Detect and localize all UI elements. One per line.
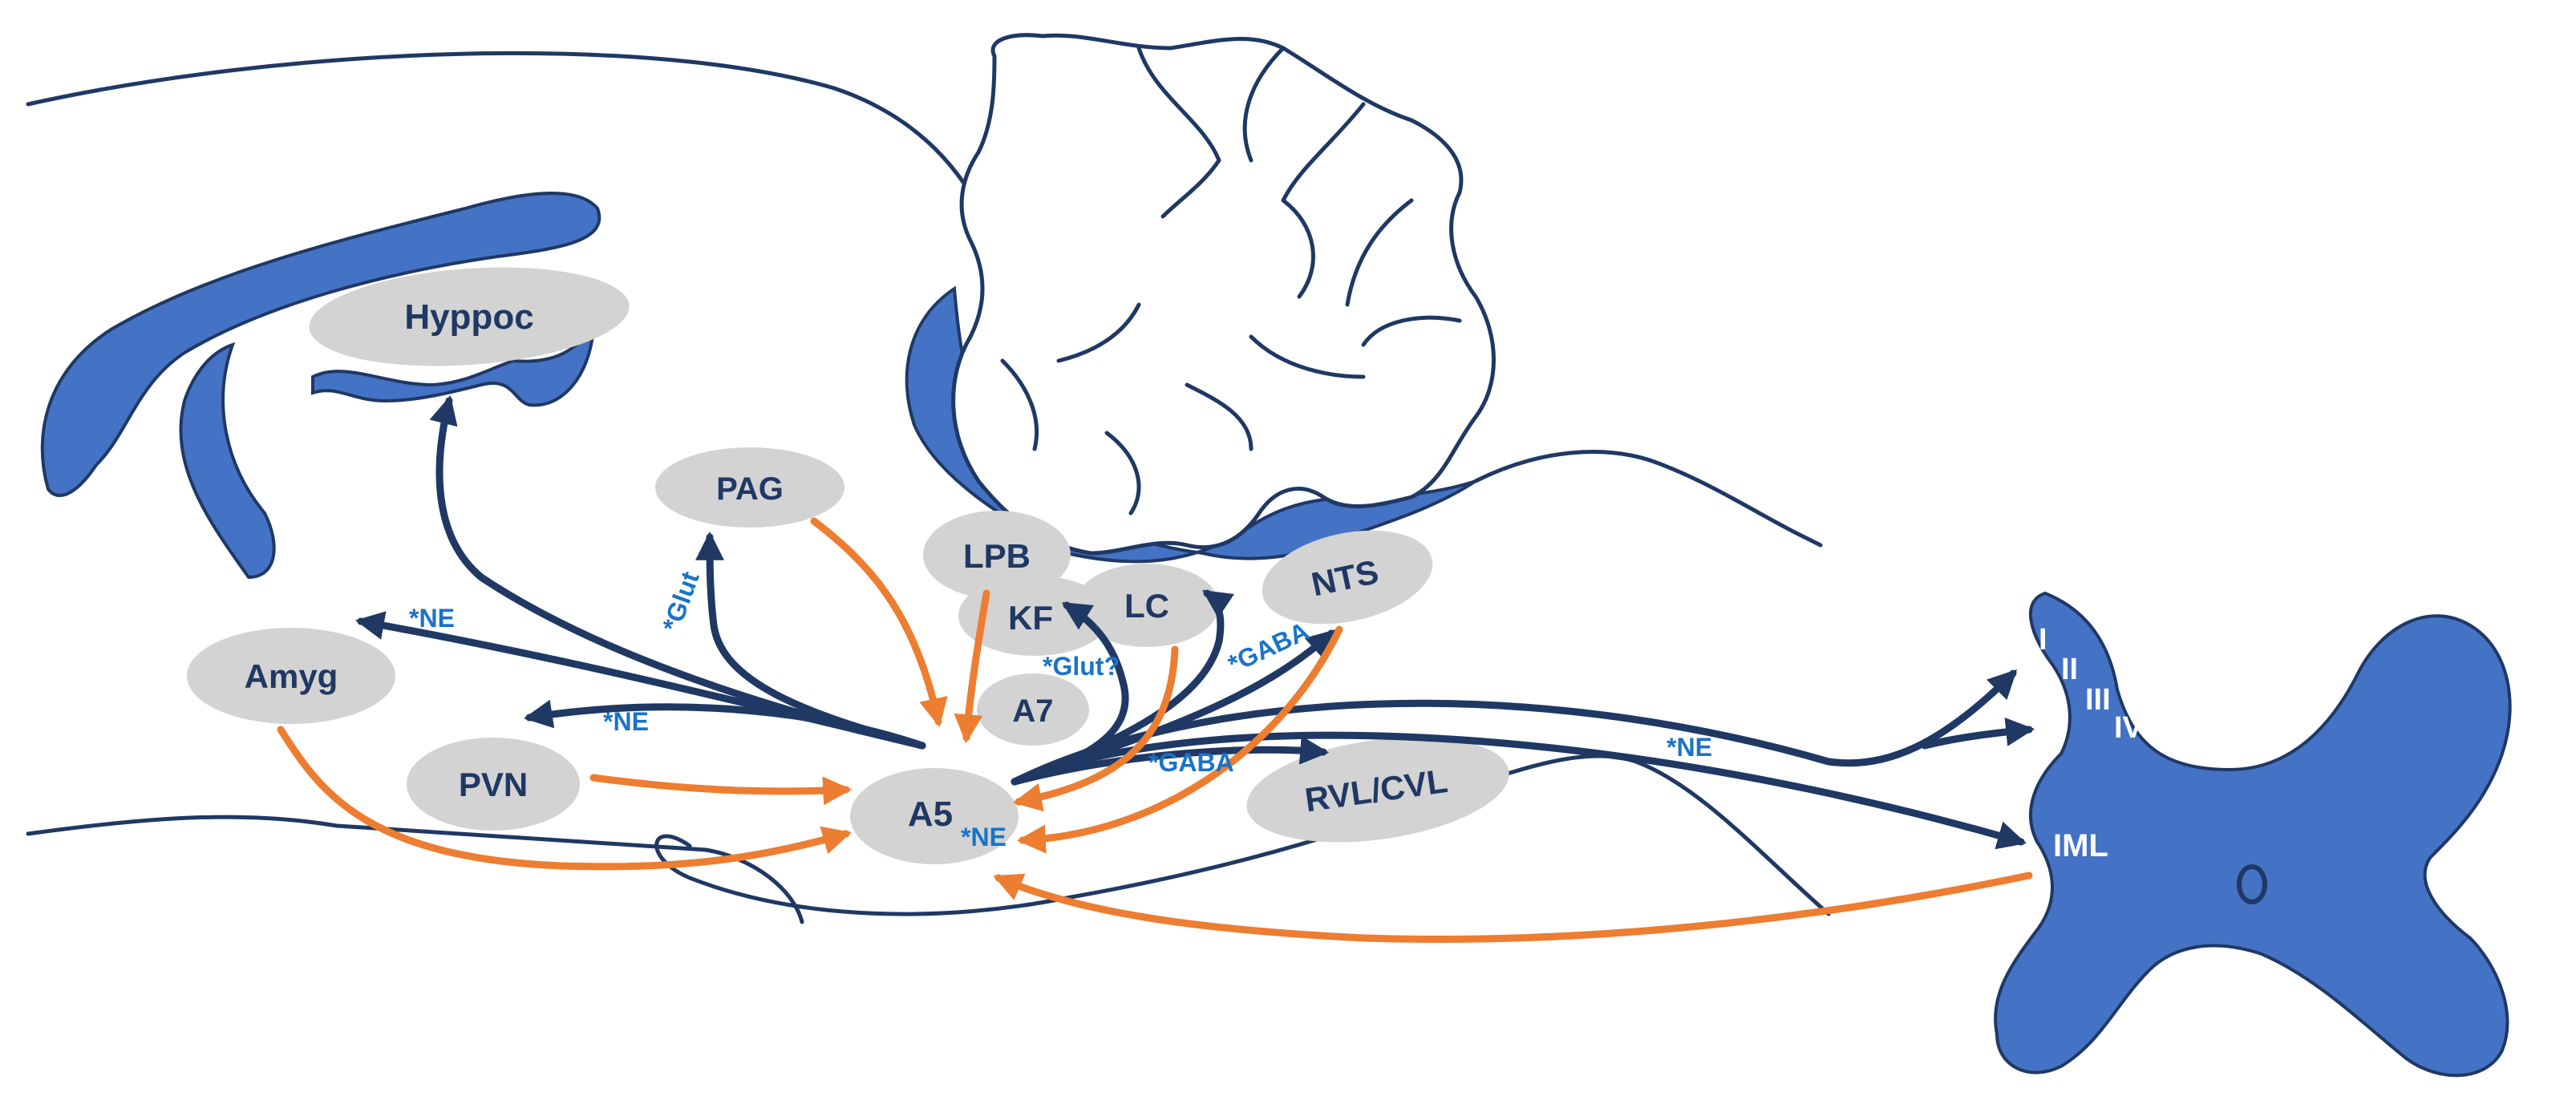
arrow-amyg-to-a5 <box>277 726 852 871</box>
label-ne-a5: *NE <box>961 823 1007 851</box>
nucleus-nts <box>1262 530 1433 625</box>
label-pag: PAG <box>716 471 784 507</box>
lateral-ventricle-shape <box>40 192 601 498</box>
nucleus-hyppoc <box>309 267 630 366</box>
arrow-a5-to-dorsal-horn <box>1011 669 2018 786</box>
nucleus-amyg <box>187 628 395 724</box>
label-ne-pvn: *NE <box>603 707 649 736</box>
label-iml: IML <box>2053 828 2108 863</box>
label-pvn: PVN <box>459 766 528 803</box>
arrow-lpb-to-a5 <box>954 589 990 744</box>
arrow-lc-to-a5 <box>1012 645 1179 812</box>
nucleus-pvn <box>407 738 580 831</box>
brain-dorsal-outline <box>26 51 997 243</box>
label-lamina-iv: IV <box>2114 711 2144 745</box>
label-gaba-rvl: *GABA <box>1148 748 1234 777</box>
arrow-pvn-to-a5 <box>589 774 853 806</box>
hippocampus-shape <box>311 324 596 407</box>
nucleus-a5 <box>850 768 1019 864</box>
label-lpb: LPB <box>963 537 1031 575</box>
brainstem-ventral-contour <box>654 754 1831 916</box>
brain-ventral-outline <box>26 815 804 924</box>
arrow-a5-to-hyppoc <box>429 395 926 750</box>
cerebellum-outline <box>951 33 1496 556</box>
arrow-iml-to-a5 <box>993 871 2033 944</box>
label-kf: KF <box>1008 599 1053 637</box>
central-canal <box>2237 864 2267 904</box>
label-lamina-iii: III <box>2085 683 2111 717</box>
arrow-a5-to-rvl-cvl <box>1011 735 1330 786</box>
label-a7: A7 <box>1012 693 1053 729</box>
brainstem-dorsal-contour <box>1473 450 1823 548</box>
arrow-a5-to-pag <box>695 531 926 750</box>
nucleus-kf <box>958 576 1111 656</box>
label-a5: A5 <box>908 795 953 834</box>
arrow-a5-to-iml <box>1011 731 2027 850</box>
arrow-pag-to-a5 <box>810 517 948 728</box>
label-lamina-i: I <box>2039 623 2047 657</box>
label-hyppoc: Hyppoc <box>404 297 533 337</box>
label-glut-kf: *Glut? <box>1043 652 1120 681</box>
label-amyg: Amyg <box>245 657 338 695</box>
spinal-cord-gray-matter <box>1994 591 2512 1078</box>
nucleus-pag <box>655 447 844 528</box>
cerebellum-folia <box>1000 46 1462 516</box>
arrow-a5-to-lamina-iv <box>1921 717 2035 750</box>
nucleus-lc <box>1075 564 1219 647</box>
label-ne-amyg: *NE <box>409 604 455 633</box>
label-gaba-nts: *GABA <box>1224 617 1314 679</box>
label-lc: LC <box>1124 587 1169 625</box>
ventricle-tail-shape <box>179 342 276 580</box>
label-ne-spinal: *NE <box>1667 733 1712 762</box>
nucleus-a7 <box>977 673 1089 746</box>
label-glut-pag: *Glut <box>657 568 705 635</box>
label-lamina-ii: II <box>2061 653 2078 686</box>
arrow-nts-to-a5 <box>1016 625 1343 854</box>
